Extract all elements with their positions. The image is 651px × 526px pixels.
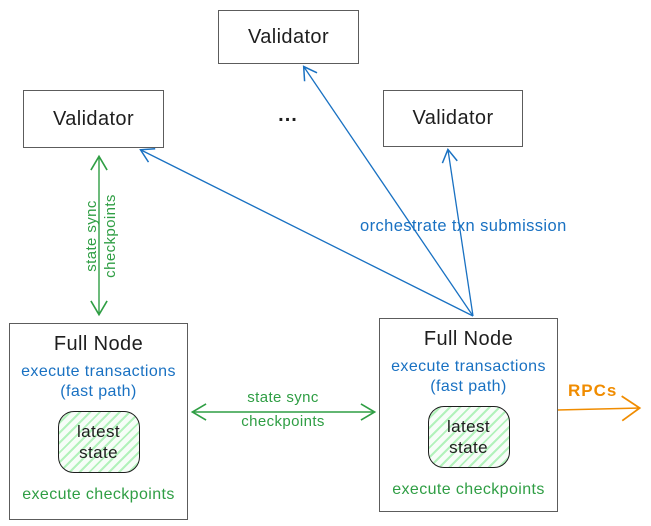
fullnode-right-state-line2: state: [449, 438, 488, 457]
label-state-sync-vertical: state sync checkpoints: [82, 176, 120, 296]
label-rpcs: RPCs: [568, 381, 618, 400]
fullnode-left-execute-checkpoints: execute checkpoints: [22, 486, 175, 503]
label-state-sync-vertical-line2: checkpoints: [102, 194, 119, 278]
label-state-sync-vertical-line1: state sync: [83, 200, 100, 272]
validator-right-label: Validator: [412, 107, 494, 129]
fullnode-right-title: Full Node: [423, 328, 514, 350]
node-fullnode-right: Full Node execute transactions (fast pat…: [379, 318, 558, 512]
node-validator-top: Validator: [218, 10, 359, 64]
arrow-rpcs: [556, 395, 642, 422]
label-state-sync-horizontal-line2: checkpoints: [241, 413, 325, 430]
node-validator-right: Validator: [383, 90, 523, 147]
fullnode-left-execute-transactions: execute transactions (fast path): [21, 362, 176, 402]
node-validator-left: Validator: [23, 90, 164, 148]
fullnode-left-latest-state-box: latest state: [57, 411, 140, 473]
fullnode-right-state-line1: latest: [446, 417, 491, 436]
validators-ellipsis: ...: [278, 104, 298, 126]
fullnode-right-execute-transactions: execute transactions (fast path): [391, 357, 546, 397]
label-state-sync-horizontal-line1: state sync: [247, 389, 319, 406]
label-orchestrate-txn-submission: orchestrate txn submission: [360, 217, 567, 235]
fullnode-left-exec-txn-line: execute transactions: [21, 363, 176, 380]
fullnode-left-fast-path-line: (fast path): [60, 383, 137, 400]
label-state-sync-horizontal: state sync checkpoints: [198, 389, 368, 430]
node-fullnode-left: Full Node execute transactions (fast pat…: [9, 323, 188, 520]
validator-top-label: Validator: [247, 25, 330, 48]
validator-left-label: Validator: [52, 107, 135, 130]
fullnode-left-state-line2: state: [79, 443, 118, 462]
fullnode-left-state-line1: latest: [76, 422, 121, 441]
fullnode-right-execute-checkpoints: execute checkpoints: [392, 481, 545, 498]
fullnode-right-fast-path-line: (fast path): [430, 378, 507, 395]
fullnode-right-exec-txn-line: execute transactions: [391, 358, 546, 375]
fullnode-right-latest-state-box: latest state: [427, 406, 510, 468]
fullnode-left-title: Full Node: [53, 333, 144, 355]
